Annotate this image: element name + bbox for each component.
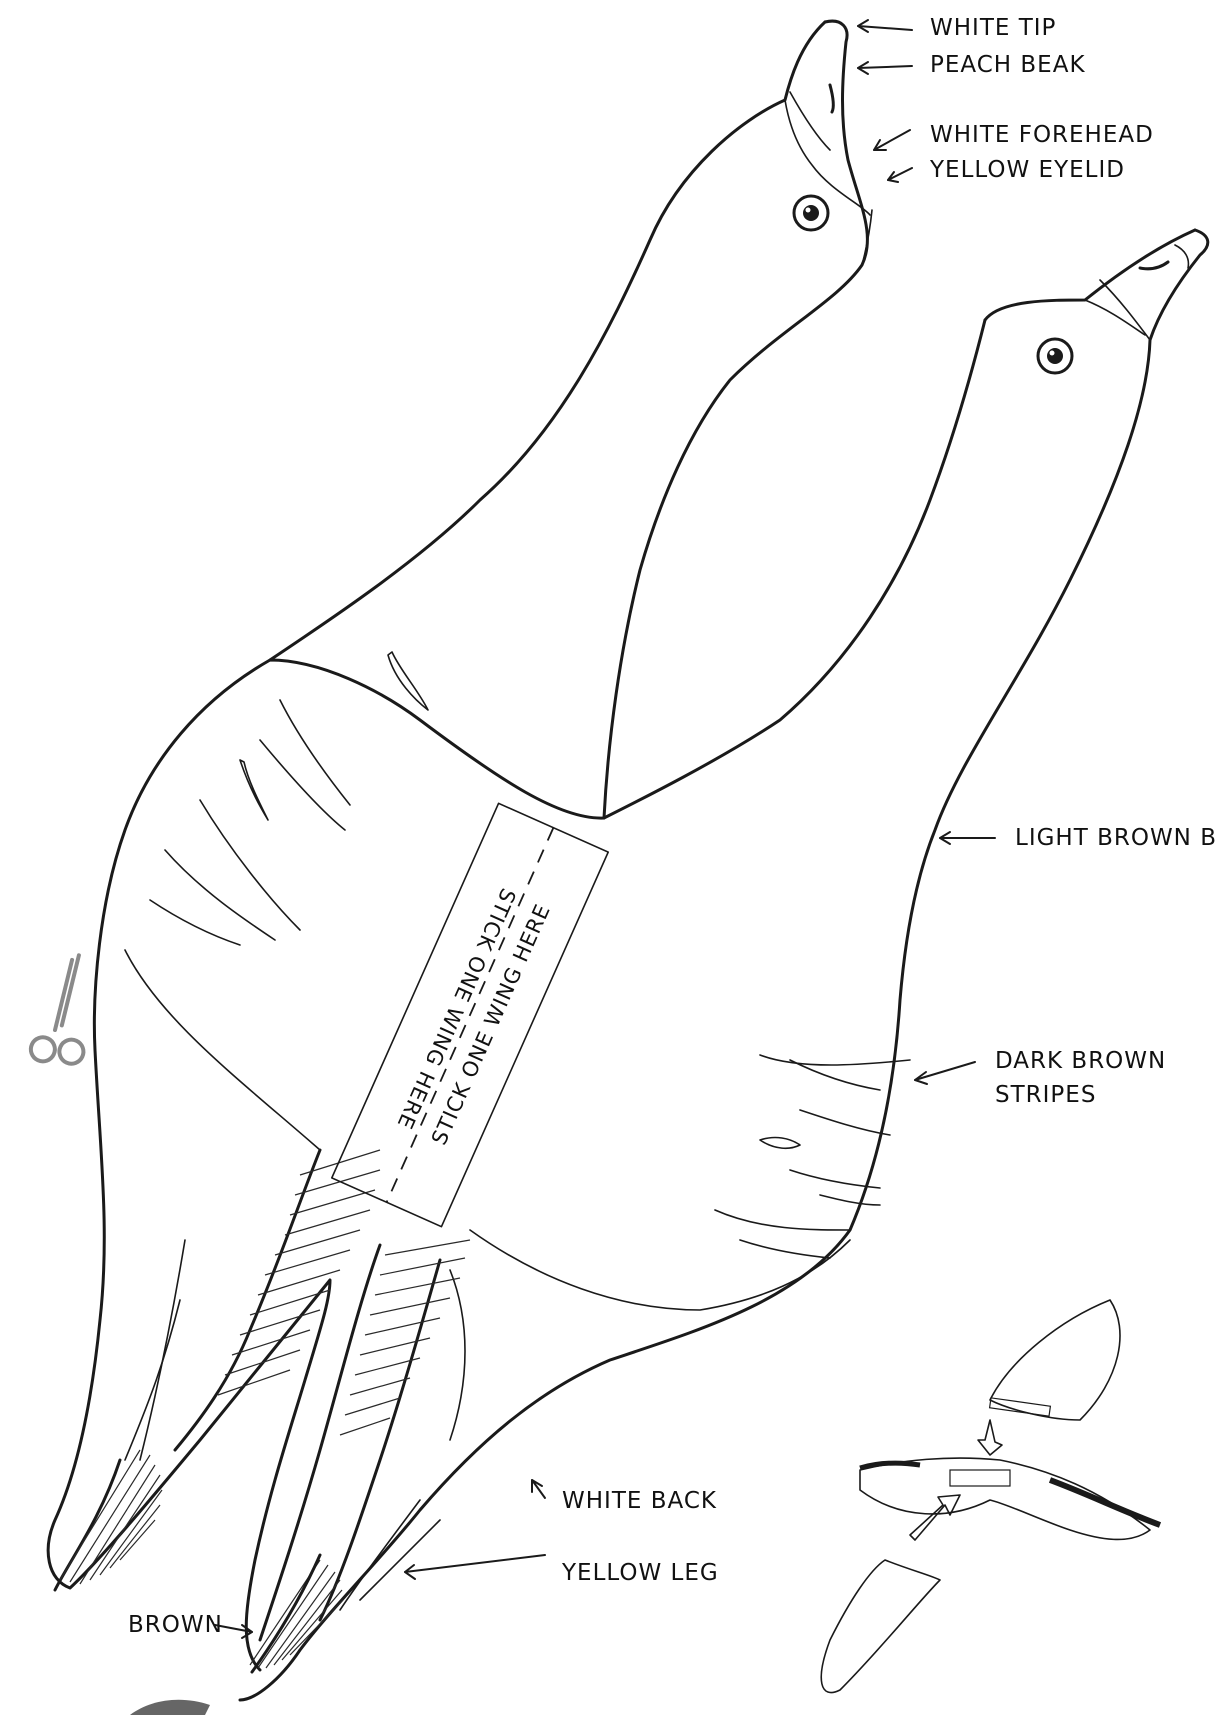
left-goose: [48, 21, 872, 1670]
label-peach-beak: PEACH BEAK: [858, 52, 1086, 78]
assembly-inset: [821, 1300, 1160, 1693]
svg-text:LIGHT BROWN BODY: LIGHT BROWN BODY: [1015, 825, 1217, 851]
svg-text:BROWN: BROWN: [128, 1612, 223, 1638]
svg-text:YELLOW LEG: YELLOW LEG: [561, 1560, 719, 1586]
right-goose-hatching: [340, 1240, 470, 1435]
svg-text:YELLOW EYELID: YELLOW EYELID: [929, 157, 1125, 183]
left-goose-outline: [48, 21, 867, 1670]
label-white-forehead: WHITE FOREHEAD: [874, 122, 1154, 150]
label-light-brown-body: LIGHT BROWN BODY: [940, 825, 1217, 851]
left-goose-neck: [270, 22, 825, 660]
svg-text:WHITE TIP: WHITE TIP: [930, 15, 1056, 41]
label-dark-brown-stripes: DARK BROWN STRIPES: [915, 1048, 1166, 1108]
right-goose-neck: [604, 320, 985, 818]
label-white-tip: WHITE TIP: [858, 15, 1056, 41]
svg-text:WHITE BACK: WHITE BACK: [562, 1488, 717, 1514]
label-white-back: WHITE BACK: [532, 1480, 717, 1514]
label-brown: BROWN: [128, 1612, 252, 1638]
right-tail-hatching: [250, 1560, 343, 1668]
svg-text:STRIPES: STRIPES: [995, 1082, 1096, 1108]
right-goose-leg: [260, 1245, 380, 1640]
bottom-smudge: [130, 1700, 210, 1715]
svg-text:DARK BROWN: DARK BROWN: [995, 1048, 1166, 1074]
label-yellow-eyelid: YELLOW EYELID: [888, 157, 1125, 183]
left-tail-hatching: [60, 1450, 162, 1584]
svg-text:WHITE FOREHEAD: WHITE FOREHEAD: [930, 122, 1154, 148]
label-yellow-leg: YELLOW LEG: [405, 1555, 719, 1586]
wing-tab: STICK ONE WING HERE STICK ONE WING HERE: [332, 803, 608, 1226]
left-goose-hatching: [218, 1150, 380, 1395]
svg-text:PEACH BEAK: PEACH BEAK: [930, 52, 1086, 78]
